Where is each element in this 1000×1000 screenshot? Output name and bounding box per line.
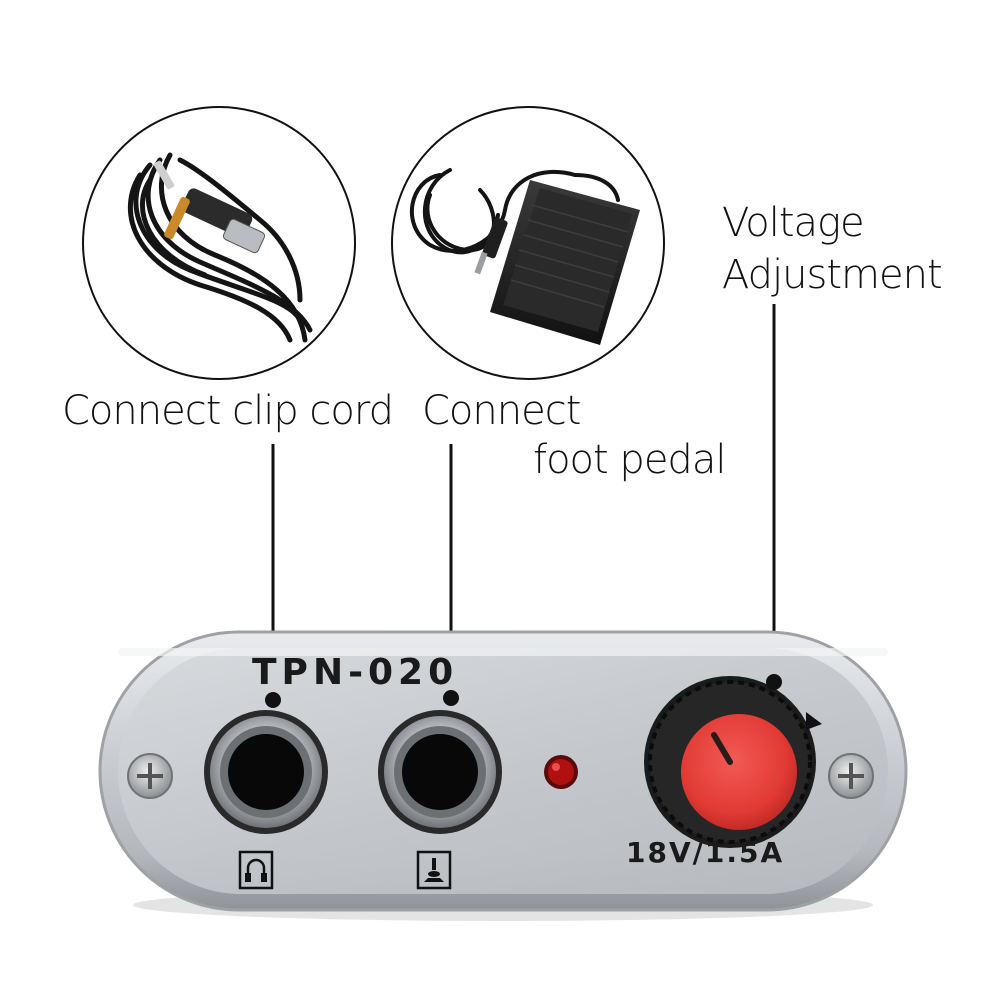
model-number: TPN-020	[252, 652, 459, 693]
foot-pedal-callout-line2: foot pedal	[533, 437, 726, 483]
power-rating: 18V/1.5A	[626, 836, 785, 869]
clip-cord-callout: Connect clip cord	[62, 388, 394, 434]
power-led	[544, 755, 578, 789]
pointer-dot	[265, 692, 281, 708]
screw-icon	[828, 753, 874, 799]
voltage-callout-line2: Adjustment	[722, 252, 943, 298]
voltage-callout-line1: Voltage	[722, 200, 865, 246]
screw-icon	[127, 753, 173, 799]
foot-pedal-icon	[416, 850, 452, 890]
pointer-dot	[443, 690, 459, 706]
pointer-dot	[766, 674, 782, 690]
headphone-jack-icon	[238, 850, 274, 890]
foot-pedal-photo	[391, 106, 665, 380]
clip-cord-photo	[82, 106, 356, 380]
clip-cord-jack[interactable]	[204, 710, 328, 834]
foot-pedal-jack[interactable]	[378, 710, 502, 834]
voltage-knob[interactable]	[644, 676, 822, 848]
foot-pedal-callout-line1: Connect	[422, 388, 581, 434]
